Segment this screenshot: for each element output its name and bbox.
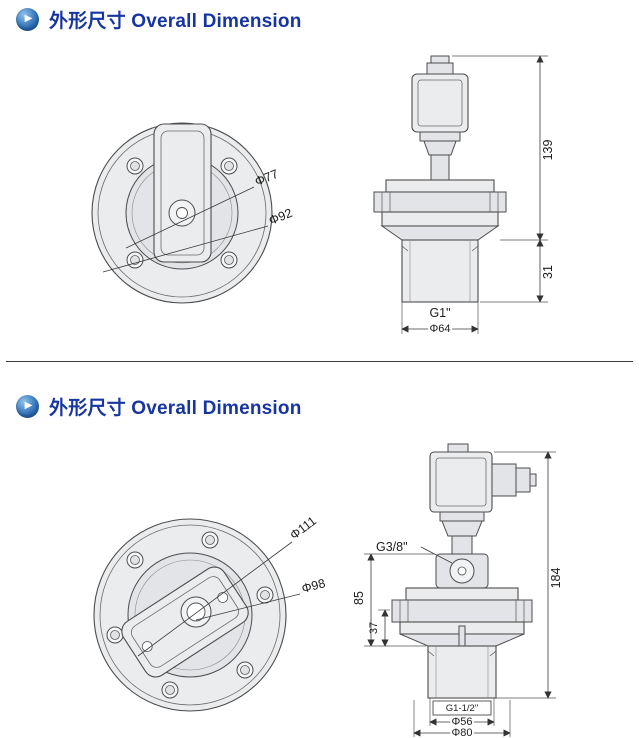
section-1-drawings: Φ77 Φ92	[91, 55, 555, 337]
dim-body-height-label: 85	[352, 591, 366, 605]
dimensions-left: 85 37	[352, 553, 434, 647]
solenoid-coil	[429, 451, 493, 513]
play-bullet-icon: ▶	[16, 7, 39, 31]
section-header-2: ▶ 外形尺寸 Overall Dimension	[16, 393, 302, 419]
section-header-1: ▶ 外形尺寸 Overall Dimension	[16, 6, 302, 32]
valve-body	[391, 587, 533, 699]
dim-overall-height-label: 184	[549, 568, 563, 589]
valve-side-view-2: G3/8" 184	[352, 443, 563, 738]
dimensions-bottom: G1-1/2" Φ56 Φ80	[413, 698, 511, 738]
leader-line-phi98	[195, 593, 301, 621]
pilot-body: G3/8"	[376, 540, 489, 589]
cover-plate	[405, 587, 519, 601]
center-hole	[176, 207, 188, 219]
dim-inner-diameter-label: Φ98	[300, 576, 327, 596]
flange-top-view-2: Φ111 Φ98	[93, 514, 327, 712]
armature-nut	[441, 520, 483, 537]
dim-outer-diameter-label: Φ111	[287, 514, 319, 543]
cover-plate	[385, 179, 495, 193]
dimensions-right: 184	[494, 451, 563, 699]
outlet-pipe	[427, 645, 497, 699]
play-bullet-icon: ▶	[16, 394, 39, 418]
thread-label-box	[432, 700, 492, 716]
leader-line-pilot-port	[420, 546, 453, 564]
pilot-port-label: G3/8"	[376, 540, 408, 554]
dim-flange-diameter-label: Φ80	[451, 727, 472, 738]
valve-side-view-1: 139 31 G1" Φ64	[373, 55, 555, 337]
leader-line-phi92	[102, 225, 269, 273]
leader-line-phi111	[137, 541, 293, 657]
dim-overall-height-label: 139	[541, 140, 555, 161]
dimensions-bottom: G1" Φ64	[401, 302, 479, 337]
dim-outlet-length-label: 31	[541, 265, 555, 279]
dim-outlet-diameter-label: Φ64	[429, 323, 450, 335]
armature-tube	[451, 535, 473, 555]
bolt-holes	[106, 531, 274, 699]
solenoid-assembly	[411, 55, 469, 181]
dim-flange-height-label: 37	[368, 622, 380, 634]
dimensions-right: 139 31	[452, 55, 555, 303]
solenoid-assembly	[429, 443, 537, 555]
play-arrow-glyph: ▶	[24, 13, 33, 24]
section-divider	[6, 361, 633, 362]
valve-body	[373, 179, 507, 303]
armature-nut	[423, 140, 457, 156]
diaphragm-flange	[373, 191, 507, 213]
diaphragm-flange	[391, 599, 533, 623]
section-title-2: 外形尺寸 Overall Dimension	[49, 397, 302, 419]
solenoid-coil	[411, 73, 469, 133]
dim-outlet-diameter-label: Φ56	[451, 716, 472, 728]
armature-tube	[430, 154, 450, 181]
outlet-pipe	[401, 239, 479, 303]
play-arrow-glyph: ▶	[24, 400, 33, 411]
thread-label: G1-1/2"	[446, 703, 478, 714]
section-title-1: 外形尺寸 Overall Dimension	[49, 10, 302, 32]
cable-connector	[491, 463, 517, 497]
flange-top-view-1: Φ77 Φ92	[91, 122, 294, 304]
leader-line-phi77	[125, 186, 255, 249]
section-2-drawings: Φ111 Φ98 G3/8"	[93, 443, 563, 738]
thread-label: G1"	[429, 306, 450, 320]
center-bracket	[153, 123, 212, 263]
flange-rim-circle	[99, 524, 281, 706]
